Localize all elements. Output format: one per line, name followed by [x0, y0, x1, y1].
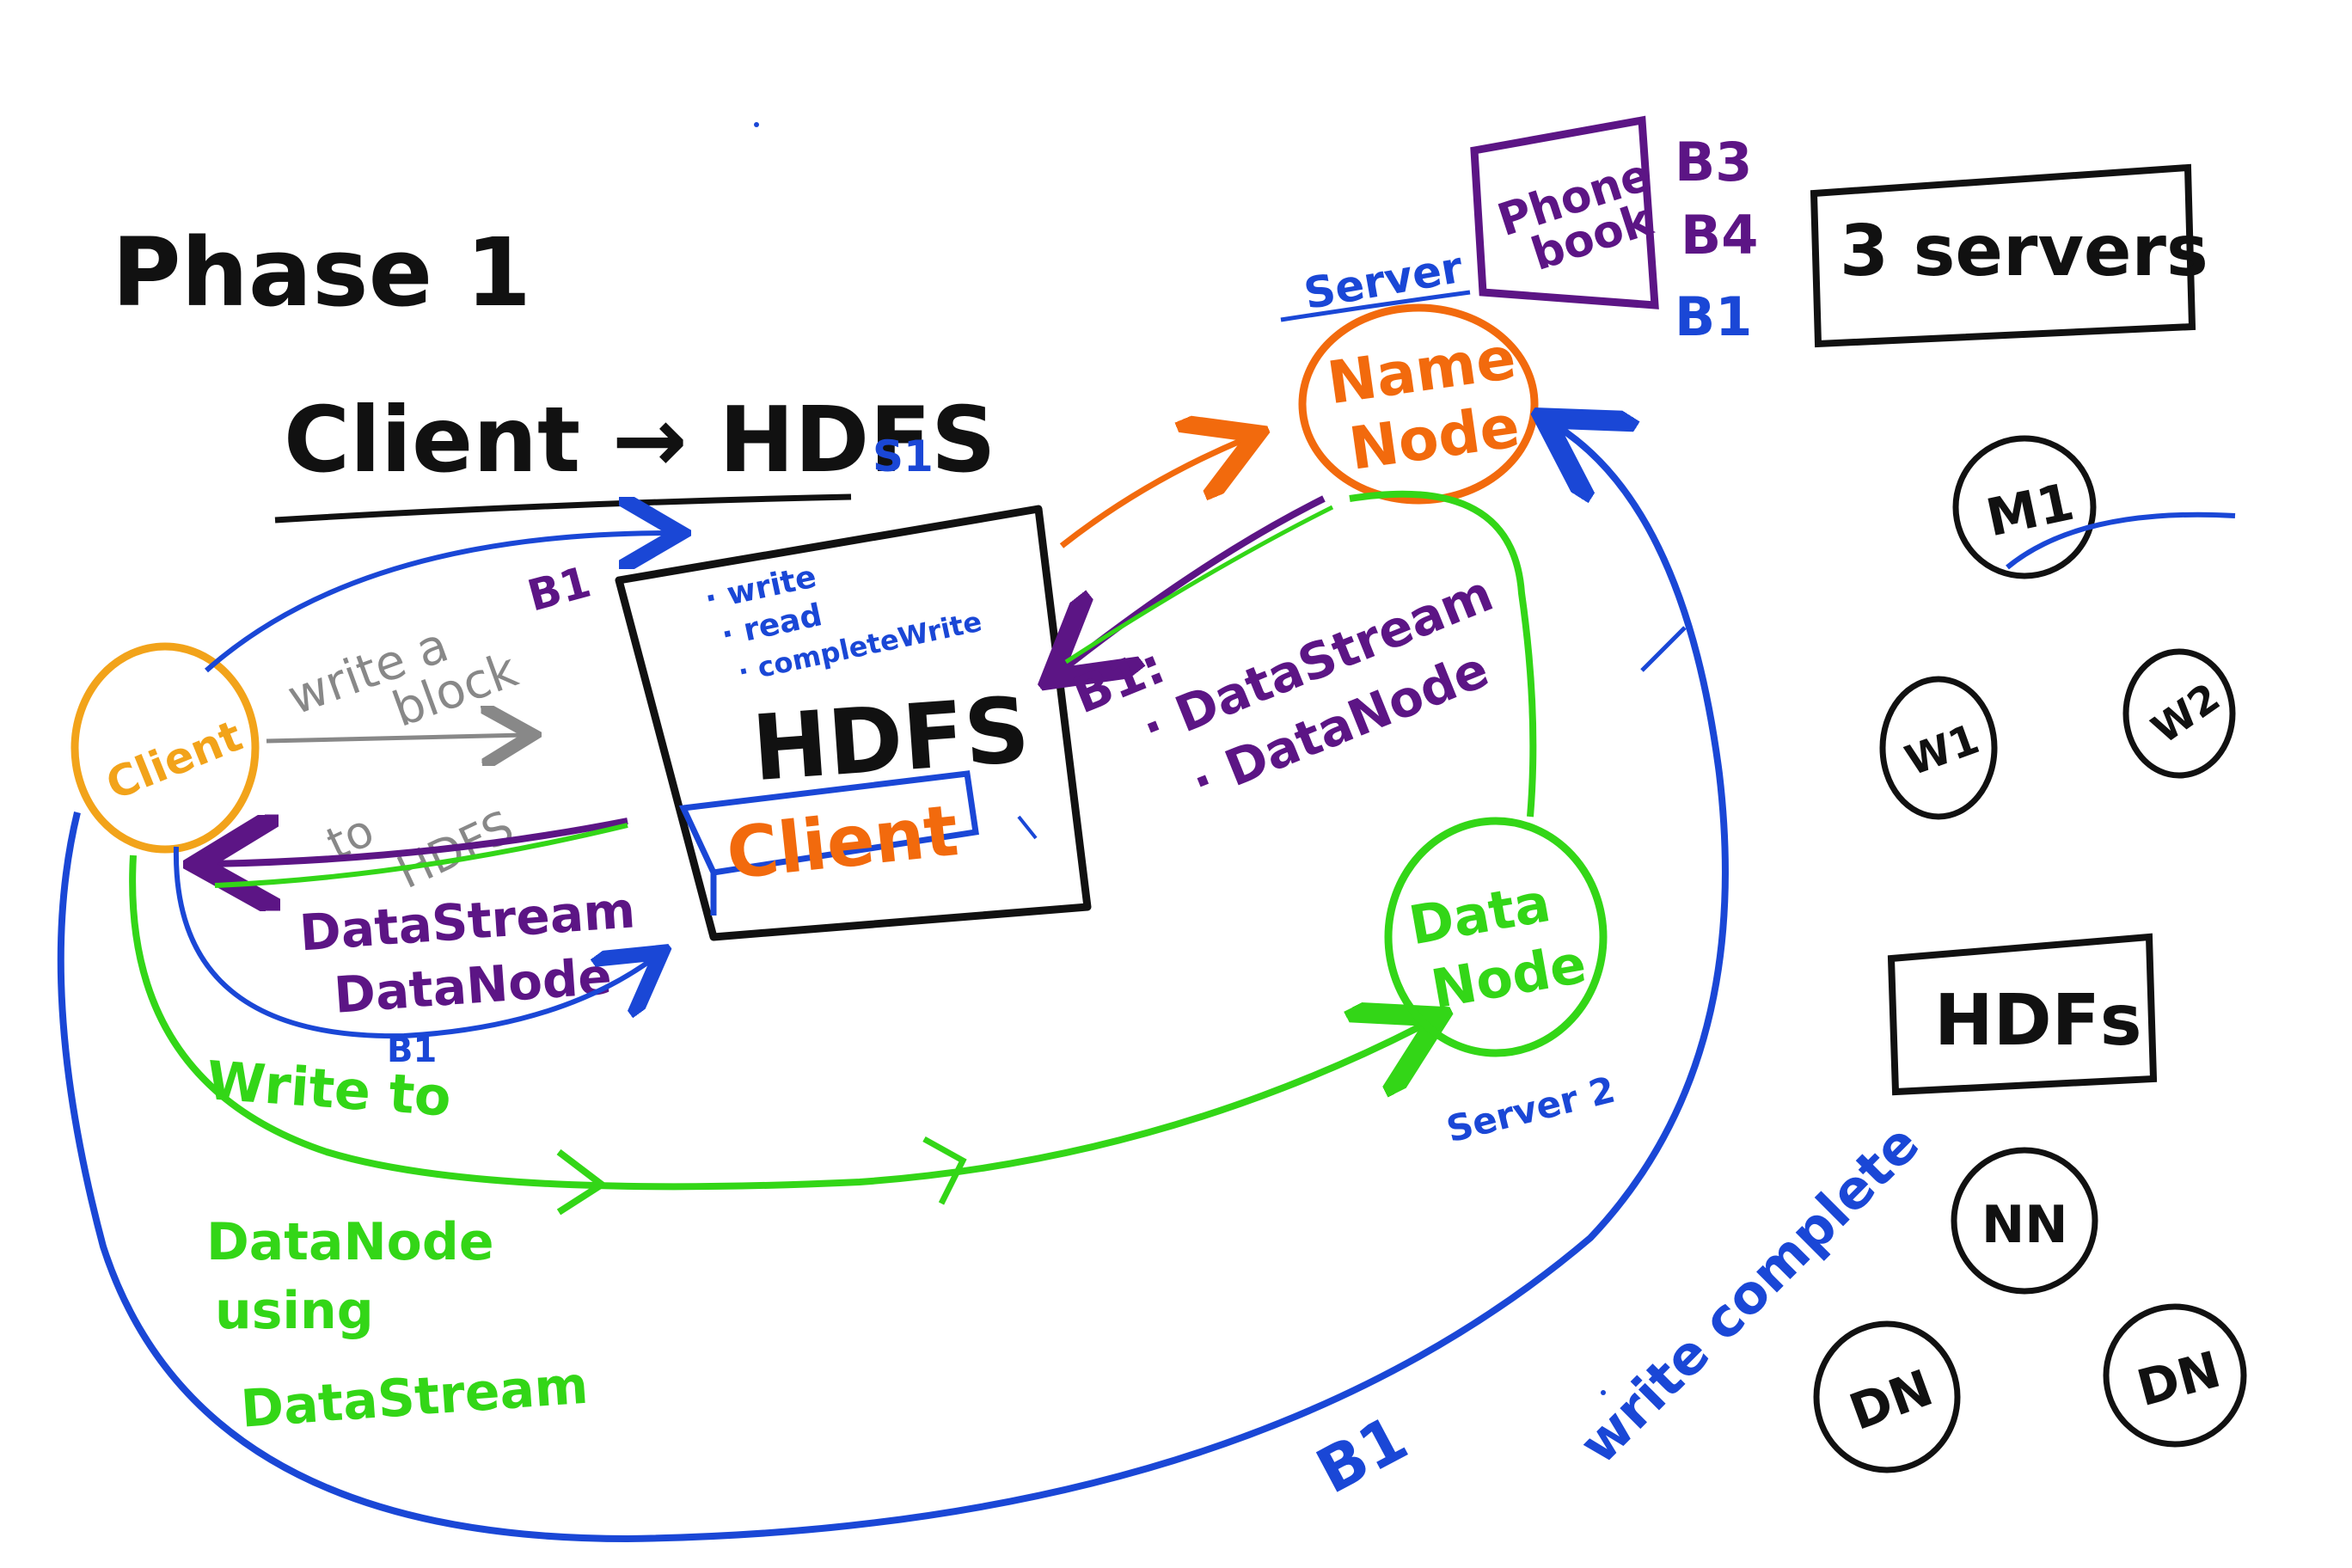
- client-to-hdfs-lower-arrow: [173, 846, 653, 1039]
- hdfs-legend-label: HDFs: [1934, 980, 2142, 1062]
- hdfs-b1-label: B1: [523, 557, 596, 622]
- stray-dot: [754, 122, 759, 127]
- node-w2-label: W2: [2143, 674, 2228, 753]
- client-to-datanode-arrow: [129, 854, 1427, 1191]
- green-arrowhead-small: [922, 1136, 967, 1205]
- block-b1: B1: [1675, 285, 1752, 348]
- node-dn-left: [1813, 1320, 1961, 1473]
- node-w1-label: W1: [1899, 715, 1985, 786]
- write-block-note: write a block: [280, 617, 525, 738]
- phonebook-box: [1470, 115, 1659, 309]
- write-complete-arrow: [57, 426, 1729, 1543]
- server2-label: Server 2: [1442, 1069, 1620, 1151]
- write-block-arrow: [266, 735, 524, 741]
- write-complete-small-tick: [1640, 626, 1687, 672]
- datanode-node: [1384, 817, 1608, 1057]
- node-nn: [1951, 1147, 2098, 1295]
- page-title: Phase 1: [112, 217, 531, 328]
- node-dn-left-label: DN: [1842, 1358, 1940, 1442]
- hdfs-to-namenode-arrow: [1059, 438, 1246, 548]
- node-dn-right-label: DN: [2131, 1340, 2226, 1418]
- node-w1: [1879, 676, 1998, 820]
- client-node-label: Client: [100, 711, 249, 810]
- green-arrowhead-mid: [556, 1148, 608, 1216]
- stray-tick: [1017, 815, 1038, 840]
- servers-legend-label: 3 servers: [1840, 211, 2208, 292]
- block-b3: B3: [1675, 131, 1752, 193]
- hdfs-box: [615, 505, 1092, 941]
- write-to-label: Write to B1 DataNode using DataStream: [205, 1031, 590, 1440]
- node-w2: [2122, 648, 2236, 779]
- write-complete-b1: B1: [1305, 1401, 1418, 1507]
- hdfs-method-list: · write · read · completeWrite: [701, 560, 984, 689]
- hdfs-inner-client-box: [678, 770, 979, 916]
- servers-legend-box: [1810, 163, 2196, 348]
- write-to-line4: DataStream: [239, 1356, 591, 1440]
- s1-label: S1: [873, 432, 934, 481]
- phonebook-server-underline: [1280, 290, 1471, 322]
- namenode-node: [1298, 303, 1539, 505]
- block-b4: B4: [1681, 204, 1758, 266]
- client-return-label: DataStream DataNode: [297, 880, 637, 1024]
- write-to-line2: DataNode: [206, 1212, 494, 1272]
- write-to-line3: using: [215, 1281, 374, 1341]
- node-nn-label: NN: [1981, 1195, 2067, 1255]
- node-dn-right: [2103, 1303, 2247, 1448]
- client-to-hdfs-arrow: [205, 533, 671, 673]
- hdfs-to-client-green-line: [214, 823, 628, 888]
- hdfs-to-client-return-arrow: [211, 821, 628, 864]
- namenode-datanode-link: [1349, 490, 1537, 818]
- node-m1: [1952, 435, 2097, 579]
- subtitle-underline: [274, 493, 852, 524]
- write-to-b1: B1: [387, 1031, 437, 1070]
- subtitle: Client → HDFS: [284, 388, 996, 493]
- hdfs-inner-client-label: Client: [723, 790, 962, 896]
- client-return-line2: DataNode: [332, 946, 613, 1024]
- client-node: [70, 642, 260, 854]
- hdfs-legend-box: [1887, 933, 2158, 1096]
- stray-dot: [1601, 1390, 1606, 1395]
- namenode-return-label: B1: · DataStream · DataNode: [1065, 564, 1501, 812]
- namenode-to-hdfs-green: [1064, 505, 1334, 665]
- m1-blue-line: [2006, 511, 2236, 570]
